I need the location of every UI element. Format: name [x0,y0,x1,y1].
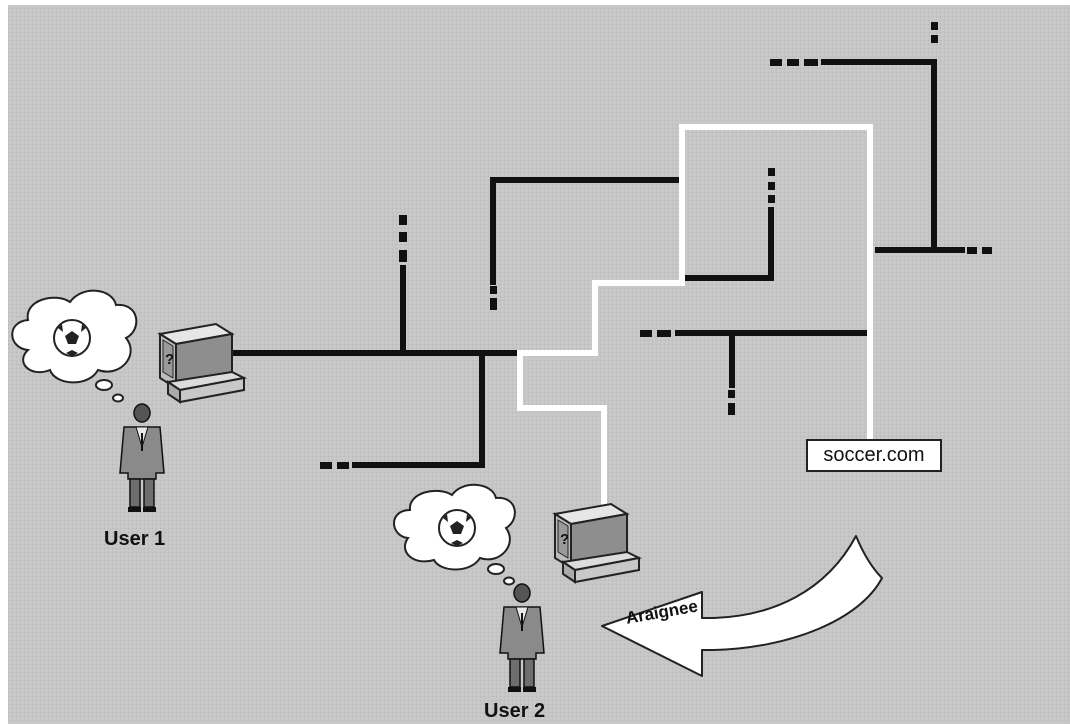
server-label: soccer.com [823,444,924,467]
screen-question-mark: ? [165,351,174,368]
computer-icon: ? [160,324,244,402]
server-node-soccer-com: soccer.com [806,439,942,472]
user-2-label: User 2 [484,700,545,723]
screen-question-mark: ? [560,531,569,548]
computer-icon: ? [555,504,639,582]
user-1-label: User 1 [104,528,165,551]
network-diagram-canvas: ? ? [8,5,1070,724]
soccer-ball-icon [439,510,475,546]
soccer-ball-icon [54,320,90,356]
